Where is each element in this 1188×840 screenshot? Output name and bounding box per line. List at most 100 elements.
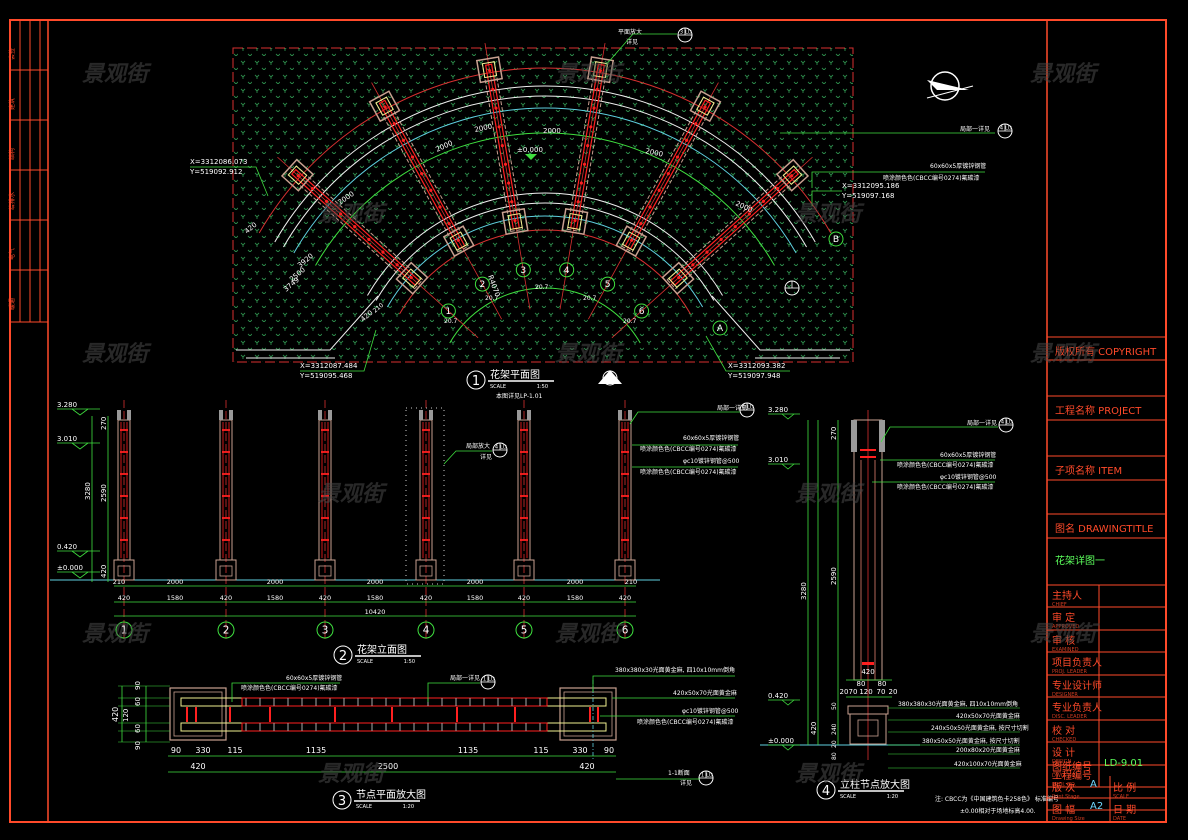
coordinate-y: Y=519095.468 (299, 372, 352, 380)
left-signature-strip (9, 19, 49, 323)
top-dimension: 2000 (567, 578, 584, 586)
detail-ref-number: 4 (1001, 420, 1004, 426)
callout-text: 420x50x70光面黄金麻 (956, 712, 1020, 720)
beam-axis-line (611, 156, 813, 339)
axis-number: 3 (520, 266, 526, 276)
beam-bolt (747, 212, 751, 216)
pergola-beam (368, 82, 502, 320)
mid-dimension: 1580 (167, 594, 184, 602)
coordinate-y: Y=519092.912 (189, 168, 242, 176)
axis-bubble (316, 621, 334, 639)
watermark: 景观街 (795, 202, 862, 227)
leader-line (443, 450, 492, 465)
beam-bolt (592, 106, 596, 110)
top-dimension: 2000 (467, 578, 484, 586)
detail-ref-number: 4 (742, 405, 745, 411)
leader-line (811, 190, 842, 206)
column-cap-right-inner (563, 691, 613, 737)
axis-number: 4 (423, 625, 430, 637)
pergola-beam (611, 156, 813, 339)
outer-arc-cyan (293, 107, 797, 254)
plan-ref-note: 本图详见LP-1.01 (496, 392, 543, 400)
tb-row-sub: DESIGNER (1052, 692, 1078, 698)
tb-row-sub: EXAMINED (1052, 647, 1079, 653)
mid-dimension: 1580 (467, 594, 484, 602)
level-triangle-icon (71, 442, 89, 450)
axis-number: 1 (121, 625, 128, 637)
vertical-dimension: 50 (831, 702, 838, 710)
level-mark: ±0.000 (768, 737, 794, 745)
inner-arc-dimension: 20.7 (444, 318, 458, 325)
axis-number: 6 (639, 307, 645, 317)
level-triangle-icon (781, 744, 795, 751)
beam-bolt (339, 212, 343, 216)
top-dimension: 210 (625, 578, 637, 586)
column-base (113, 559, 135, 581)
outer-arc-white (283, 95, 807, 248)
callout-text: 1-1断面 (668, 769, 690, 777)
pergola-beam (277, 156, 479, 339)
column-outer (280, 158, 315, 192)
pergola-beam (559, 42, 615, 310)
column-outer (368, 90, 401, 123)
elevation-triangle-icon (525, 154, 537, 160)
beam-bolt (598, 69, 602, 73)
column-inner-core (507, 213, 523, 230)
watermark: 景观街 (318, 762, 385, 787)
view-title-scale-label: SCALE (356, 804, 372, 810)
vertical-dimension: 420 (100, 565, 108, 578)
mid-dimension: 420 (220, 594, 232, 602)
tb-row-label-text: 设 计 (1052, 748, 1076, 759)
tb-drawing-title-label: 图名 DRAWINGTITLE (1055, 524, 1154, 535)
watermark: 景观街 (555, 62, 622, 87)
detail-ref-sheet: LD (1005, 126, 1012, 132)
elevation-mark: ±0.000 (517, 146, 543, 154)
view-title-scale-label: SCALE (357, 659, 373, 665)
column-cap-left (169, 687, 227, 741)
callout-text: 喷涂颜色色(CBCC编号0274)氟碳漆 (640, 445, 737, 453)
mid-dimension: 420 (619, 594, 631, 602)
level-triangle-icon (781, 699, 795, 706)
axis-bubble (515, 262, 531, 278)
tb-project-name: 工程名称 PROJECT (1055, 406, 1142, 417)
view-title-scale: 1:20 (887, 794, 898, 800)
callout-text: 详见 (480, 453, 492, 461)
column-base (215, 559, 237, 581)
detail-ref-number: 1 (701, 773, 704, 779)
watermark: 景观街 (1030, 622, 1097, 647)
column-base-panel (517, 565, 531, 577)
beam-bolt (383, 105, 387, 109)
column-base-panel (117, 565, 131, 577)
total-dimension: 2500 (378, 762, 398, 771)
beam-bolt (367, 237, 371, 242)
axis-bubble (828, 231, 844, 247)
level-mark: ±0.000 (57, 564, 83, 572)
tb-version-value: A (1090, 779, 1097, 790)
beam-bolt (420, 172, 424, 176)
beam-bolt (401, 138, 405, 142)
beam-bolt (513, 218, 517, 223)
callout-text: φc10镀锌钢管@500 (683, 457, 740, 465)
plan-arcs (236, 67, 850, 359)
leader-line (427, 682, 480, 702)
tb-drawing-number: LD-9.01 (1104, 758, 1144, 769)
vertical-dimension: 120 (122, 709, 130, 722)
top-dimension: 20 (840, 688, 849, 696)
note-text: ±0.00相对于场地标高4.00. (960, 807, 1036, 815)
beam-bolt (703, 105, 707, 109)
detail-ref-sheet: LD (1006, 420, 1013, 426)
tb-row-label-text: 审 定 (1052, 613, 1076, 624)
beam-bolt (761, 199, 766, 203)
callout-text: 60x60x5厚镀锌钢管 (930, 162, 986, 170)
coordinate-x: X=3312087.484 (300, 362, 358, 370)
callout-text: 380x380x30光面黄金麻, 四10x10mm倒角 (898, 700, 1018, 708)
view-title-bubble (466, 370, 486, 390)
callout-text: 局部一详见 (960, 125, 990, 133)
level-triangle-icon (71, 571, 89, 579)
beam-end-cap (127, 410, 131, 420)
top-dimension: 20 (889, 688, 898, 696)
